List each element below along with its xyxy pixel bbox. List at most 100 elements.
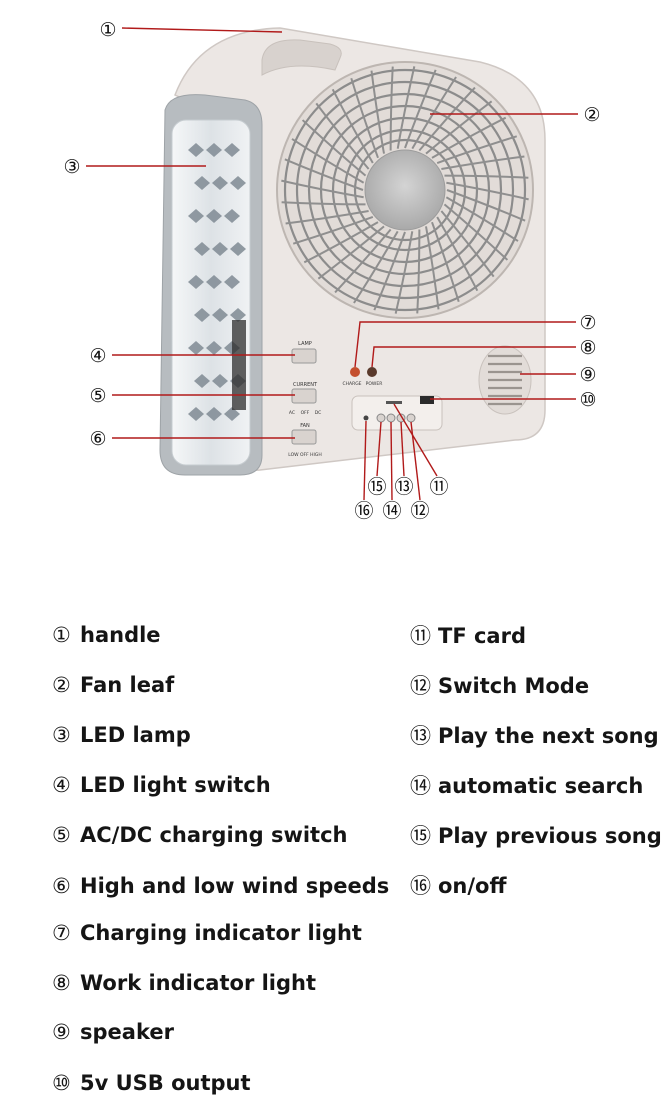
callout-11: ⑪: [429, 476, 448, 498]
legend-item-16: ⑯ on/off: [410, 873, 507, 899]
legend-label: Switch Mode: [438, 674, 590, 698]
grille-spoke: [334, 228, 392, 294]
grille-spoke: [440, 210, 495, 278]
grille-spoke: [416, 229, 421, 314]
legend-label: LED light switch: [80, 773, 271, 797]
legend-label: High and low wind speeds: [80, 874, 390, 898]
callout-6: ⑥: [89, 428, 106, 450]
legend-num: ⑫: [410, 674, 431, 698]
grille-spoke: [353, 230, 399, 304]
led-diamond: [188, 407, 204, 421]
automatic-search-button: [386, 413, 396, 423]
grille-spoke: [389, 66, 394, 151]
leader-13: [400, 421, 405, 477]
legend-label: on/off: [438, 874, 507, 898]
led-diamond: [194, 176, 210, 190]
grille-spoke: [292, 216, 374, 245]
grille-spoke: [350, 77, 379, 159]
led-diamond: [194, 242, 210, 256]
led-diamond: [188, 209, 204, 223]
legend-num: ⑬: [410, 724, 431, 748]
control-switches: LAMP CURRENT AC OFF DC FAN LOW OFF HIGH: [288, 341, 322, 458]
grille-spoke: [303, 221, 379, 264]
grille-spoke: [425, 226, 440, 310]
legend-num: ⑯: [410, 874, 431, 898]
led-diamond: [206, 341, 222, 355]
product-diagram: CHARGE POWER LAMP CURRENT AC OFF DC FAN …: [63, 19, 600, 522]
callout-9: ⑨: [579, 364, 596, 386]
legend-item-2: ② Fan leaf: [52, 672, 174, 698]
legend-label: AC/DC charging switch: [80, 823, 348, 847]
grille-ring: [283, 68, 527, 312]
grille-ring: [295, 80, 515, 300]
callout-12: ⑫: [410, 500, 429, 522]
grille-spoke: [444, 174, 529, 179]
legend-num: ⑩: [52, 1071, 71, 1095]
legend-label: speaker: [80, 1020, 174, 1044]
tf-card-slot: [386, 401, 402, 404]
callout-1: ①: [99, 19, 116, 41]
speaker: [478, 345, 532, 415]
usb-port: [420, 396, 434, 404]
grille-spoke: [370, 70, 385, 154]
fan-grille: [276, 61, 534, 319]
legend-num: ⑪: [410, 624, 431, 648]
grille-spoke: [315, 102, 370, 170]
led-light-switch: [291, 348, 317, 364]
callout-7: ⑦: [579, 312, 596, 334]
leader-14: [390, 421, 393, 501]
legend-label: Charging indicator light: [80, 921, 362, 945]
led-diamond: [212, 242, 228, 256]
led-diamond: [230, 242, 246, 256]
leader-11: [393, 403, 438, 477]
led-diamond: [206, 407, 222, 421]
led-lamp: [159, 94, 263, 476]
legend-label: Work indicator light: [80, 971, 317, 995]
led-diamond: [194, 308, 210, 322]
leader-12: [410, 421, 421, 501]
grille-spoke: [441, 155, 525, 170]
callout-8: ⑧: [579, 337, 596, 359]
legend-label: handle: [80, 623, 161, 647]
led-diamond: [230, 176, 246, 190]
previous-song-button: [376, 413, 386, 423]
grille-spoke: [404, 69, 437, 149]
callout-15: ⑮: [367, 476, 386, 498]
current-label: CURRENT: [293, 382, 318, 388]
led-diamond: [212, 308, 228, 322]
legend-num: ⑦: [52, 921, 71, 945]
leader-16: [363, 420, 367, 501]
lamp-label: LAMP: [298, 341, 312, 347]
grille-spoke: [445, 196, 519, 242]
led-diamond: [206, 209, 222, 223]
handle: [261, 39, 342, 76]
grille-spoke: [436, 135, 518, 164]
work-indicator-light: [367, 367, 377, 377]
off-label: OFF: [301, 410, 310, 416]
leader-7: [354, 321, 576, 368]
grille-spoke: [418, 86, 476, 152]
leader-1: [121, 27, 283, 33]
legend-num: ②: [52, 673, 71, 697]
legend-num: ③: [52, 723, 71, 747]
grille-spoke: [291, 138, 365, 184]
grille-spoke: [425, 100, 493, 155]
legend-label: TF card: [438, 624, 526, 648]
legend-label: 5v USB output: [80, 1071, 251, 1095]
legend-item-12: ⑫ Switch Mode: [410, 673, 589, 699]
grille-spoke: [411, 76, 457, 150]
legend-label: Play previous song: [438, 824, 662, 848]
charge-label: CHARGE: [342, 381, 361, 387]
legend-item-11: ⑪ TF card: [410, 623, 526, 649]
legend-label: Fan leaf: [80, 673, 175, 697]
grille-spoke: [284, 158, 364, 191]
speed-label: LOW OFF HIGH: [288, 452, 322, 458]
legend-num: ⑮: [410, 824, 431, 848]
